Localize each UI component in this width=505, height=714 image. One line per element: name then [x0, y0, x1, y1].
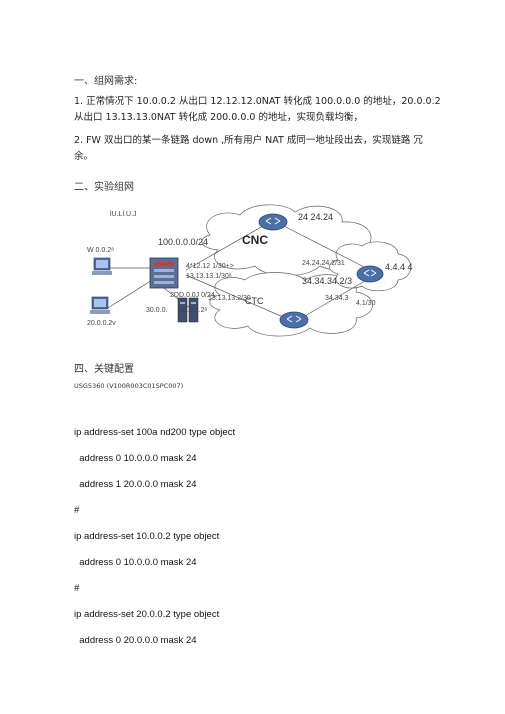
requirement-2-line-1: 2. FW 双出口的某一条链路 down ,所有用户 NAT 成同一地址段出去，…	[74, 135, 423, 146]
label-nat-pool-200: 2DD.0.0J 0/24	[170, 292, 215, 299]
router-cnc-icon	[258, 213, 288, 231]
label-loopback-4: 4.4.4 4	[385, 262, 413, 272]
config-line: address 1 20.0.0.0 mask 24	[74, 479, 197, 490]
config-line: address 0 10.0.0.0 mask 24	[74, 453, 197, 464]
label-34-34-34-2: 34.34.34.2/3	[302, 276, 352, 286]
label-pc2-address: 20.0.0.2v	[87, 320, 116, 327]
pc-10-icon	[92, 257, 112, 275]
config-line: address 0 10.0.0.0 mask 24	[74, 557, 197, 568]
label-4-1-30: 4.1/30	[356, 300, 376, 307]
label-nat-pool-100: 100.0.0.0/24	[158, 237, 208, 247]
section-title-topology: 二、实验组网	[74, 182, 134, 193]
device-version: USG5360 (V100R003C01SPC007)	[74, 382, 184, 390]
label-10-network: lU.Ll.U.J	[110, 211, 136, 218]
network-topology-diagram: lU.Ll.U.J W 0.0.2ᵃ 100.0.0.0/24 CNC 24 2…	[87, 204, 413, 337]
label-fw-if1: 4*12.12 1/30+>	[186, 263, 234, 270]
label-30-net: 30.0.0.	[146, 307, 167, 314]
config-line: address 0 20.0.0.0 mask 24	[74, 635, 197, 646]
config-line: ip address-set 10.0.0.2 type object	[74, 531, 220, 542]
config-line: #	[74, 583, 80, 594]
section-title-key-config: 四、关键配置	[74, 364, 134, 375]
label-24-24-24-2: 24.24.24.2/31	[302, 260, 345, 267]
config-line: ip address-set 20.0.0.2 type object	[74, 609, 220, 620]
label-13-13-13-2: 13.13.13.2/30	[208, 295, 251, 302]
section-title-requirements: 一、组网需求:	[74, 76, 138, 87]
requirement-1-line-1: 1. 正常情况下 10.0.0.2 从出口 12.12.12.0NAT 转化成 …	[74, 96, 441, 107]
pc-20-icon	[90, 296, 110, 314]
link-fw-ctc	[185, 274, 291, 321]
server-icon	[177, 297, 199, 323]
link-fw-cnc	[185, 221, 271, 271]
requirement-1-line-2: 从出口 13.13.13.0NAT 转化成 200.0.0.0 的地址，实现负载…	[74, 112, 363, 123]
router-core-icon	[356, 265, 384, 283]
config-line: #	[74, 505, 80, 516]
label-24-net: 24 24.24	[298, 212, 333, 222]
label-server-address: 3D.0.0.2ᵃ	[178, 307, 207, 314]
link-pc2-fw	[107, 279, 153, 309]
label-ctc: CTC	[245, 296, 264, 306]
config-line: ip address-set 100a nd200 type object	[74, 427, 236, 438]
firewall-icon	[149, 257, 179, 289]
label-fw-if2: 13.13.13.1/30ᵃ	[186, 273, 232, 280]
link-cnc-core	[275, 221, 371, 271]
label-cnc: CNC	[242, 233, 268, 247]
link-ctc-core	[297, 277, 371, 321]
label-34-34-3: 34.34.3	[325, 295, 348, 302]
label-pc1-address: W 0.0.2ᵃ	[87, 247, 114, 254]
router-ctc-icon	[279, 311, 309, 329]
ctc-cloud	[209, 272, 373, 337]
requirement-2-line-2: 余。	[74, 151, 94, 162]
